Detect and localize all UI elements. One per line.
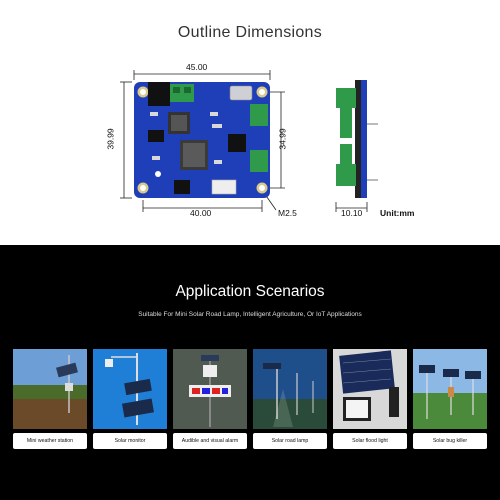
road-lamp-image — [253, 349, 327, 429]
flood-light-image — [333, 349, 407, 429]
board-front-view — [120, 70, 378, 212]
board-side-view — [336, 80, 378, 198]
dim-width-bottom: 40.00 — [190, 208, 212, 218]
application-label: Mini weather station — [13, 433, 87, 449]
applications-section: Application Scenarios Suitable For Mini … — [0, 245, 500, 500]
application-label: Solar monitor — [93, 433, 167, 449]
dim-height-right: 34.99 — [277, 128, 288, 150]
application-label: Audible and visual alarm — [173, 433, 247, 449]
dim-width-top: 45.00 — [186, 62, 208, 72]
application-card: Audible and visual alarm — [173, 349, 247, 453]
application-card: Mini weather station — [13, 349, 87, 453]
dim-height-left: 39.99 — [105, 128, 116, 150]
outline-section: Outline Dimensions — [0, 0, 500, 245]
application-card: Solar flood light — [333, 349, 407, 453]
unit-label: Unit:mm — [380, 208, 415, 218]
application-card: Solar road lamp — [253, 349, 327, 453]
application-label: Solar road lamp — [253, 433, 327, 449]
dim-hole-size: M2.5 — [278, 208, 297, 218]
weather-station-image — [13, 349, 87, 429]
applications-title: Application Scenarios — [175, 283, 325, 300]
applications-grid: Mini weather station Solar monitor — [13, 349, 489, 453]
applications-subtitle: Suitable For Mini Solar Road Lamp, Intel… — [138, 311, 362, 318]
dim-side-depth: 10.10 — [341, 208, 363, 218]
solar-monitor-image — [93, 349, 167, 429]
alarm-image — [173, 349, 247, 429]
outline-title: Outline Dimensions — [177, 24, 323, 41]
application-card: Solar bug killer — [413, 349, 487, 453]
bug-killer-image — [413, 349, 487, 429]
application-label: Solar bug killer — [413, 433, 487, 449]
application-card: Solar monitor — [93, 349, 167, 453]
application-label: Solar flood light — [333, 433, 407, 449]
